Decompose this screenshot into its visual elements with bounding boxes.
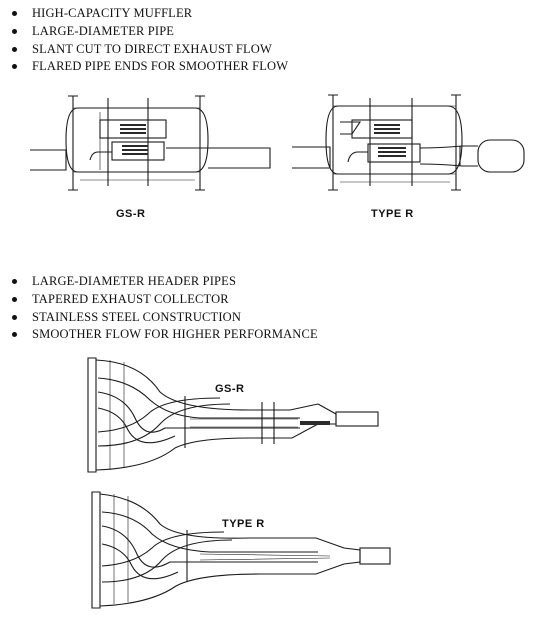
type-r-muffler-illustration [292,94,525,191]
bullet-icon [12,28,17,34]
bullet-icon [12,11,17,16]
feature-item: FLARED PIPE ENDS FOR SMOOTHER FLOW [0,58,288,76]
bullet-icon [12,314,17,320]
bullet-icon [12,296,17,302]
muffler-caption-gsr: GS-R [116,208,146,220]
type-r-header-illustration [91,491,391,609]
feature-item: HIGH-CAPACITY MUFFLER [0,5,288,23]
feature-item: SMOOTHER FLOW FOR HIGHER PERFORMANCE [0,326,318,344]
feature-item: LARGE-DIAMETER PIPE [0,23,288,41]
feature-item: STAINLESS STEEL CONSTRUCTION [0,309,318,327]
feature-item: LARGE-DIAMETER HEADER PIPES [0,273,318,291]
header-caption-gsr: GS-R [215,383,245,395]
header-feature-list: LARGE-DIAMETER HEADER PIPES TAPERED EXHA… [0,273,318,344]
gsr-muffler-illustration [30,95,271,191]
muffler-caption-type-r: TYPE R [371,208,414,220]
muffler-feature-list: HIGH-CAPACITY MUFFLER LARGE-DIAMETER PIP… [0,5,288,76]
bullet-icon [12,279,17,284]
feature-item: TAPERED EXHAUST COLLECTOR [0,291,318,309]
bullet-icon [12,46,17,52]
bullet-icon [12,64,17,70]
feature-item: SLANT CUT TO DIRECT EXHAUST FLOW [0,41,288,59]
header-caption-type-r: TYPE R [222,518,265,530]
bullet-icon [12,332,17,338]
gsr-header-illustration [87,357,379,473]
